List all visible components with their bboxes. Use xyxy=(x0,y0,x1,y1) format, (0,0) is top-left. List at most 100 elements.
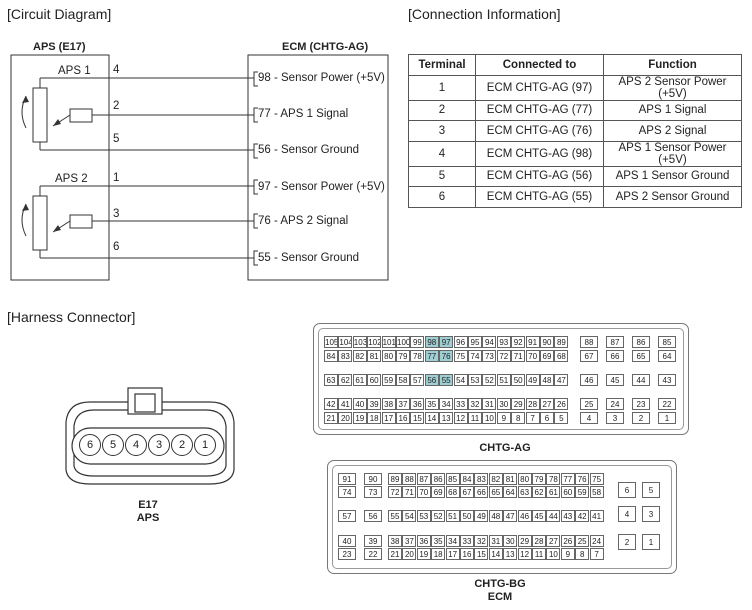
connector-pin-95: 95 xyxy=(468,336,482,348)
terminal-cell: 5 xyxy=(408,165,476,187)
circuit-diagram-title: [Circuit Diagram] xyxy=(7,6,112,22)
connector-pin-26: 26 xyxy=(560,535,575,547)
connector-pin-74: 74 xyxy=(468,350,482,362)
connector-pin-39: 39 xyxy=(364,535,382,547)
connector-pin-15: 15 xyxy=(474,548,489,560)
connector-pin-100: 100 xyxy=(396,336,410,348)
connector-pin-70: 70 xyxy=(525,350,540,362)
connector-pin-5: 5 xyxy=(554,412,569,424)
connector-pin-80: 80 xyxy=(381,350,396,362)
connector-pin-37: 37 xyxy=(396,398,410,410)
e17-pin-4: 4 xyxy=(125,434,147,456)
connector-pin-27: 27 xyxy=(540,398,554,410)
connector-pin-57: 57 xyxy=(338,510,356,522)
connector-pin-70: 70 xyxy=(416,486,431,498)
connector-pin-33: 33 xyxy=(460,535,474,547)
connector-pin-54: 54 xyxy=(402,510,417,522)
connector-pin-59: 59 xyxy=(575,486,590,498)
connector-pin-21: 21 xyxy=(324,412,338,424)
connection-info-title: [Connection Information] xyxy=(408,6,561,22)
ecm-pin-55-label: 55 - Sensor Ground xyxy=(258,252,360,264)
ecm-pin-76-label: 76 - APS 2 Signal xyxy=(258,215,349,227)
connector-pin-17: 17 xyxy=(445,548,460,560)
e17-label: E17 xyxy=(138,499,158,511)
ecm-box xyxy=(247,54,389,281)
connector-pin-14: 14 xyxy=(424,412,439,424)
connector-pin-34: 34 xyxy=(445,535,460,547)
connector-pin-34: 34 xyxy=(439,398,454,410)
connector-pin-89: 89 xyxy=(388,473,402,485)
connected-cell: ECM CHTG-AG (76) xyxy=(475,120,604,142)
ecm-pin-56-label: 56 - Sensor Ground xyxy=(258,144,360,156)
connector-pin-1: 1 xyxy=(642,534,660,550)
connected-cell: ECM CHTG-AG (98) xyxy=(475,140,604,167)
connector-pin-2: 2 xyxy=(618,534,636,550)
connector-pin-20: 20 xyxy=(338,412,353,424)
connector-pin-1: 1 xyxy=(658,412,676,424)
connector-pin-42: 42 xyxy=(324,398,338,410)
connector-pin-63: 63 xyxy=(324,374,338,386)
connector-pin-14: 14 xyxy=(488,548,503,560)
connector-pin-31: 31 xyxy=(482,398,497,410)
aps2-label: APS 2 xyxy=(55,173,88,185)
connector-pin-20: 20 xyxy=(402,548,417,560)
connector-pin-48: 48 xyxy=(540,374,554,386)
connector-pin-12: 12 xyxy=(453,412,468,424)
header-connected-to: Connected to xyxy=(475,54,604,76)
connector-pin-42: 42 xyxy=(575,510,590,522)
ecm-connector-label: ECM xyxy=(487,591,513,603)
connector-pin-49: 49 xyxy=(525,374,540,386)
connector-pin-101: 101 xyxy=(381,336,396,348)
connector-pin-41: 41 xyxy=(589,510,604,522)
header-function: Function xyxy=(603,54,742,76)
connector-pin-26: 26 xyxy=(554,398,569,410)
connector-pin-81: 81 xyxy=(367,350,382,362)
function-cell: APS 2 Signal xyxy=(603,120,742,142)
function-cell: APS 1 Sensor Power (+5V) xyxy=(603,140,742,167)
connector-pin-77: 77 xyxy=(560,473,575,485)
connector-pin-12: 12 xyxy=(517,548,532,560)
connector-pin-3: 3 xyxy=(642,506,660,522)
connector-pin-67: 67 xyxy=(580,350,598,362)
connector-pin-44: 44 xyxy=(546,510,561,522)
connector-pin-28: 28 xyxy=(532,535,546,547)
connector-pin-6: 6 xyxy=(540,412,554,424)
connector-pin-2: 2 xyxy=(632,412,650,424)
connector-pin-39: 39 xyxy=(367,398,382,410)
connector-pin-68: 68 xyxy=(554,350,569,362)
connector-pin-71: 71 xyxy=(402,486,417,498)
connector-pin-7: 7 xyxy=(525,412,540,424)
connector-pin-103: 103 xyxy=(352,336,367,348)
connector-pin-13: 13 xyxy=(439,412,454,424)
connector-pin-54: 54 xyxy=(453,374,468,386)
e17-pin-6: 6 xyxy=(79,434,101,456)
connector-pin-98: 98 xyxy=(424,336,439,348)
connector-pin-37: 37 xyxy=(402,535,417,547)
function-cell: APS 1 Sensor Ground xyxy=(603,165,742,187)
table-header-row: Terminal Connected to Function xyxy=(408,54,742,76)
connector-pin-44: 44 xyxy=(632,374,650,386)
connector-pin-74: 74 xyxy=(338,486,356,498)
connector-pin-46: 46 xyxy=(580,374,598,386)
chtg-ag-label: CHTG-AG xyxy=(479,442,531,454)
connector-pin-53: 53 xyxy=(468,374,482,386)
connector-pin-62: 62 xyxy=(532,486,546,498)
ecm-pin-97-label: 97 - Sensor Power (+5V) xyxy=(258,181,385,193)
connector-pin-29: 29 xyxy=(511,398,526,410)
connector-pin-57: 57 xyxy=(410,374,425,386)
connector-pin-66: 66 xyxy=(606,350,624,362)
connector-pin-72: 72 xyxy=(496,350,511,362)
connector-pin-79: 79 xyxy=(396,350,410,362)
connector-pin-19: 19 xyxy=(416,548,431,560)
connector-pin-40: 40 xyxy=(352,398,367,410)
connector-pin-82: 82 xyxy=(488,473,503,485)
connector-pin-64: 64 xyxy=(658,350,676,362)
chtg-ag-connector xyxy=(313,323,689,435)
connector-pin-24: 24 xyxy=(606,398,624,410)
connector-pin-23: 23 xyxy=(632,398,650,410)
aps-e17-label: APS (E17) xyxy=(33,41,86,53)
connector-pin-65: 65 xyxy=(632,350,650,362)
